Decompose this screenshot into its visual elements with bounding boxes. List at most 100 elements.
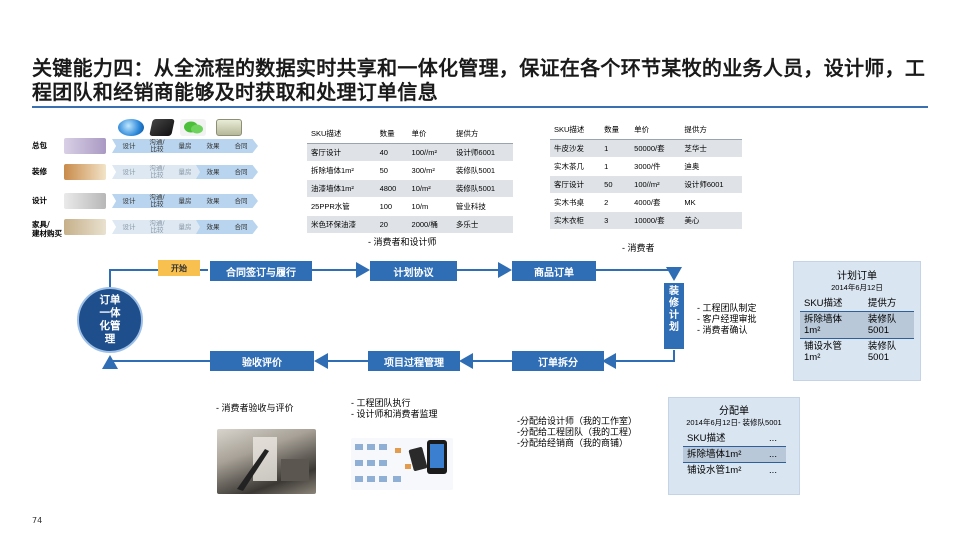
grid-step: 沟通/ 比较 — [140, 220, 174, 234]
table-header-cell: 提供方 — [863, 296, 914, 312]
table-cell: 装修队5001 — [451, 161, 513, 180]
table-cell: 装修队 5001 — [863, 311, 914, 339]
table-cell: 客厅设计 — [307, 143, 376, 162]
table-header-cell: SKU描述 — [800, 296, 864, 312]
table-cell: 10/m — [407, 197, 452, 216]
table-header-cell: SKU描述 — [307, 124, 376, 144]
table-header-cell: SKU描述 — [683, 431, 766, 447]
grid-step: 合同 — [224, 165, 258, 179]
flow-step-decoration-plan[interactable]: 装 修 计 划 — [664, 283, 684, 349]
table-cell: 装修队5001 — [451, 179, 513, 198]
grid-step: 合同 — [224, 194, 258, 208]
table-cell: 油漆墙体1m² — [307, 179, 376, 198]
table-cell: 2000/桶 — [407, 215, 452, 234]
grid-row-thumbnail — [64, 219, 106, 235]
flow-step-order-split[interactable]: 订单拆分 — [512, 351, 604, 371]
table-cell: 美心 — [680, 211, 742, 230]
store-icon — [216, 119, 242, 136]
table-cell: 4800 — [375, 179, 408, 198]
table-cell: 实木茶几 — [550, 157, 601, 176]
grid-step: 效果 — [196, 139, 230, 153]
table-cell: 拆除墙体1m² — [307, 161, 376, 180]
table-cell: 迪奥 — [680, 157, 742, 176]
order-integration-hub: 订单 一体 化管 理 — [77, 287, 143, 353]
grid-step: 效果 — [196, 220, 230, 234]
flow-step-product-order[interactable]: 商品订单 — [512, 261, 596, 281]
acceptance-photo — [217, 429, 316, 494]
grid-row-label: 家具/ 建材购买 — [32, 220, 62, 238]
table-cell: 拆除墙体 1m² — [800, 311, 864, 339]
table-cell: 1 — [600, 157, 631, 176]
grid-row-label: 设计 — [32, 196, 47, 205]
table-header-cell: 数量 — [600, 120, 631, 140]
grid-step: 量房 — [168, 194, 202, 208]
grid-step: 沟通/ 比较 — [140, 165, 174, 179]
table-cell: 50 — [600, 175, 631, 194]
table-header-row: SKU描述... — [683, 431, 786, 447]
table-cell: 10000/套 — [630, 211, 681, 230]
grid-step: 量房 — [168, 220, 202, 234]
grid-step: 效果 — [196, 194, 230, 208]
note-order-split: -分配给设计师（我的工作室） -分配给工程团队（我的工程） -分配给经销商（我的… — [517, 416, 637, 448]
flow-step-plan-agreement[interactable]: 计划协议 — [370, 261, 457, 281]
table-cell: 4000/套 — [630, 193, 681, 212]
table-cell: ... — [765, 462, 786, 478]
grid-step: 设计 — [112, 139, 146, 153]
table-cell: 100 — [375, 197, 408, 216]
table-cell: 米色环保油漆 — [307, 215, 376, 234]
dispatch-card-date: 2014年6月12日- 装修队5001 — [686, 418, 782, 427]
table-cell: 100//m² — [630, 175, 681, 194]
flow-step-project-management[interactable]: 项目过程管理 — [368, 351, 460, 371]
dispatch-card-title: 分配单 — [719, 406, 749, 417]
table-row: 拆除墙体1m²... — [683, 446, 786, 463]
table-cell: 100//m² — [407, 143, 452, 162]
table-cell: 2 — [600, 193, 631, 212]
grid-step: 合同 — [224, 139, 258, 153]
table-cell: MK — [680, 193, 742, 212]
start-tag: 开始 — [158, 260, 200, 276]
table-row: 铺设水管1m²... — [683, 462, 786, 478]
note-consumer-designer: - 消费者和设计师 — [368, 237, 437, 247]
table-header-cell: 单价 — [630, 120, 681, 140]
page-number: 74 — [32, 516, 43, 525]
hub-label: 订单 一体 化管 理 — [99, 294, 121, 345]
plan-card-date: 2014年6月12日 — [831, 283, 883, 292]
grid-row-label: 总包 — [32, 141, 47, 150]
grid-step: 设计 — [112, 165, 146, 179]
grid-row-thumbnail — [64, 138, 106, 154]
table-cell: 50 — [375, 161, 408, 180]
flow-step-contract[interactable]: 合同签订与履行 — [210, 261, 312, 281]
table-cell: ... — [765, 446, 786, 463]
grid-step: 量房 — [168, 139, 202, 153]
table-cell: 铺设水管 1m² — [800, 338, 864, 365]
table-cell: 40 — [375, 143, 408, 162]
table-cell: 装修队 5001 — [863, 338, 914, 365]
flow-step-acceptance[interactable]: 验收评价 — [210, 351, 314, 371]
grid-row-thumbnail — [64, 164, 106, 180]
table-cell: 实木衣柜 — [550, 211, 601, 230]
decoration-plan-label: 装 修 计 划 — [669, 286, 679, 333]
note-consumer: - 消费者 — [622, 243, 655, 253]
table-cell: 管业科技 — [451, 197, 513, 216]
dispatch-table: SKU描述...拆除墙体1m²...铺设水管1m²... — [683, 431, 786, 478]
table-header-row: SKU描述提供方 — [800, 296, 914, 312]
plan-card-title: 计划订单 — [837, 271, 877, 282]
note-project-management: - 工程团队执行 - 设计师和消费者监理 — [351, 398, 438, 419]
table-cell: 实木书桌 — [550, 193, 601, 212]
table-cell: 3000/件 — [630, 157, 681, 176]
ie-icon — [118, 119, 144, 136]
project-app-screenshot — [351, 438, 453, 490]
grid-step: 设计 — [112, 220, 146, 234]
note-acceptance: - 消费者验收与评价 — [216, 403, 294, 413]
